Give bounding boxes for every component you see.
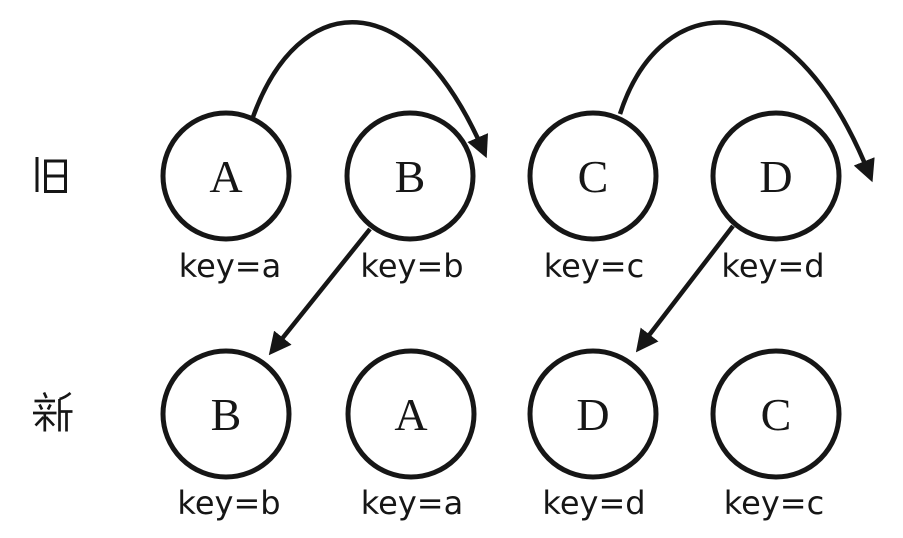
node-letter: B [211,389,242,440]
node-letter: C [578,151,609,202]
node-new-c: C key=c [710,348,842,522]
cjk-stroke [45,416,55,427]
node-letter: B [395,151,426,202]
node-circle [527,110,659,242]
node-old-d: D key=d [710,110,842,285]
cjk-stroke [38,403,44,411]
cjk-stroke [34,416,45,427]
node-key-label: key=c [724,484,824,522]
node-key-label: key=d [542,484,645,522]
arrow-old-b-to-new-b [268,227,372,356]
node-circle [344,110,476,242]
node-old-b: B key=b [344,110,476,285]
arrow-old-d-to-new-d [635,224,735,353]
cjk-stroke [59,391,72,401]
node-key-label: key=b [360,247,463,285]
node-circle [160,110,292,242]
row-old-label-glyph [35,157,67,193]
node-key-label: key=b [177,484,280,522]
arrow-hop-over-old-d [617,20,875,183]
node-key-label: key=c [544,247,644,285]
row-new-label-glyph [33,391,73,432]
node-letter: D [576,389,609,440]
cjk-stroke [44,159,67,193]
node-letter: D [759,151,792,202]
cjk-stroke [42,391,48,399]
cjk-stroke [46,403,52,411]
node-new-b: B key=b [160,348,292,522]
node-letter: A [394,389,427,440]
node-old-c: C key=c [527,110,659,285]
node-key-label: key=d [721,247,824,285]
node-circle [345,348,477,480]
node-letter: C [761,389,792,440]
node-key-label: key=a [361,484,463,522]
node-circle [710,110,842,242]
node-circle [710,348,842,480]
arrow-hop-over-old-b [250,20,488,159]
node-new-a: A key=a [345,348,477,522]
node-old-a: A key=a [160,110,292,285]
node-circle [527,348,659,480]
node-key-label: key=a [179,247,281,285]
node-letter: A [209,151,242,202]
node-circle [160,348,292,480]
node-new-d: D key=d [527,348,659,522]
